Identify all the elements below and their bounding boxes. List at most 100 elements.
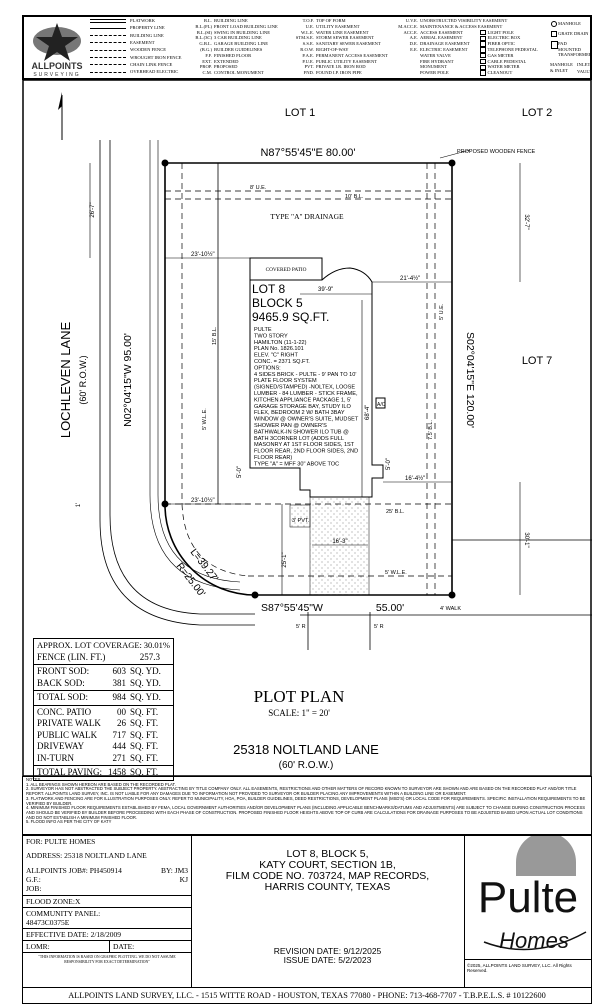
abbr-meaning: UTILITY EASEMENT: [316, 23, 360, 29]
lomr: LOMR:: [23, 941, 110, 952]
lot-number: LOT 8: [252, 282, 285, 296]
note-item: 1. ALL BEARINGS SHOWN HEREON ARE BASED O…: [26, 781, 176, 787]
quantity-unit: SQ. YD.: [130, 666, 161, 676]
lomr-date: DATE:: [113, 942, 135, 951]
line-sample: [90, 49, 126, 51]
quantity-label: IN-TURN: [37, 752, 74, 763]
legend-abbreviation: POWER POLE: [396, 70, 449, 76]
side-dim-right: 5'-0": [386, 458, 392, 470]
note-item: 5. FLOOD INFO AS PER THE CITY OF KATY: [26, 819, 112, 825]
abbr-code: B.L.(FL): [195, 23, 212, 29]
house-note-line: PULTE: [254, 327, 272, 333]
house-width-dim: 39'-9": [318, 287, 333, 293]
checked-by: KJ: [179, 875, 188, 884]
abbr-code: B.L.: [203, 18, 212, 23]
legend-symbol-label: INLET: [577, 62, 591, 67]
abbr-meaning: ELECTRIC EASEMENT: [420, 47, 468, 52]
abbr-meaning: WATER LINE EASEMENT: [316, 29, 369, 35]
manhole-icon: [551, 21, 557, 27]
house-note-line: HAMILTON (11-1-22): [254, 340, 307, 346]
legend-abbreviation: MONUMENT: [396, 64, 447, 70]
lot-area: 9465.9 SQ.FT.: [252, 310, 329, 324]
abbr-meaning: EXTENDED: [214, 58, 239, 64]
quantity-label: BACK SOD:: [37, 677, 85, 688]
abbr-code: W.L.E.: [301, 29, 314, 35]
symbol-icon: [480, 64, 486, 71]
ac-unit: A/C: [377, 402, 386, 408]
legend-symbol: TELEPHONE PEDESTAL: [480, 47, 538, 53]
legend-line-type: EASEMENT: [90, 40, 155, 46]
abbr-meaning: WATER VALVE: [420, 52, 451, 58]
abbr-meaning: FRONT LOAD BUILDING LINE: [214, 23, 278, 29]
legend-abbreviation: P.A.E.PERMANENT ACCESS EASEMENT: [292, 53, 388, 59]
total-value: 984: [112, 692, 127, 702]
fence-value: 257.3: [139, 651, 160, 662]
fence-note: PROPOSED WOODEN FENCE: [457, 149, 536, 155]
abbr-meaning: BUILDING LINE: [214, 18, 248, 23]
flood-zone: FLOOD ZONE:X: [23, 896, 191, 908]
radius-left: 5' R: [296, 624, 306, 630]
title-block: FOR: PULTE HOMES ADDRESS: 25318 NOLTLAND…: [22, 832, 592, 988]
plot-scale: SCALE: 1" = 20': [268, 708, 330, 718]
house-note-line: FLEX, BEDROOM 2 W/ BATH 3BAY: [254, 410, 345, 416]
legend-abbreviation: E.E.ELECTRIC EASEMENT: [396, 47, 468, 53]
job-label: JOB:: [26, 884, 42, 893]
side-dim-left: 5'-0": [237, 466, 243, 478]
quantity-unit: SQ. FT.: [130, 741, 159, 751]
legend-line-type: PROPERTY LINE: [90, 25, 165, 31]
house-note-line: MASONRY AT 1ST FLOOR SIDES, 1ST: [254, 442, 355, 448]
symbol-icon: [480, 58, 486, 65]
legend-abbreviation: P.U.E.PUBLIC UTILITY EASEMENT: [292, 59, 377, 65]
house-note-line: BATH 3CORNER LOT (ADDS FULL: [254, 436, 344, 442]
quantity-unit: SQ. FT.: [130, 752, 159, 763]
rear-bl-label: 10' B.L.: [345, 194, 364, 200]
legend-abbreviation: ACC.E.ACCESS EASEMENT: [396, 30, 463, 36]
legend-abbreviation: B.L.(3C)3 CAR BUILDING LINE: [190, 35, 262, 41]
quantity-unit: SQ. YD.: [130, 677, 161, 688]
line-sample: [90, 64, 126, 66]
legend-abbreviation: B.L.(FL)FRONT LOAD BUILDING LINE: [190, 23, 278, 30]
address: ADDRESS: 25318 NOLTLAND LANE: [26, 851, 147, 860]
legend-symbol-label: VAULT: [577, 69, 592, 74]
legend-abbreviation: STM.S.E.STORM SEWER EASEMENT: [292, 35, 374, 41]
abbr-meaning: SANITARY SEWER EASEMENT: [316, 41, 381, 47]
legend-label: TELEPHONE PEDESTAL: [487, 47, 538, 52]
walk-label: 4' WALK: [440, 606, 461, 612]
legend-abbreviation: FIRE HYDRANT: [396, 59, 454, 65]
fence-label: FENCE (LIN. FT.): [37, 651, 106, 662]
abbr-meaning: UNOBSTRUCTED VISIBILITY EASEMENT: [420, 18, 508, 23]
left-wle-label: 5' W.L.E.: [202, 408, 208, 430]
abbr-code: P.U.E.: [302, 58, 314, 64]
legal-description-line: FILM CODE NO. 703724, MAP RECORDS,: [225, 870, 430, 882]
abbr-code: E.E.: [410, 47, 418, 52]
abbr-meaning: STORM SEWER EASEMENT: [316, 35, 375, 41]
ue-label: 8' U.E.: [250, 185, 267, 191]
legend-symbol: CABLE PEDESTAL: [480, 59, 526, 65]
private-walk: [289, 504, 311, 528]
quantity-label: DRIVEWAY: [37, 741, 85, 751]
house-depth-dim: 68'-4": [365, 405, 371, 420]
legend-line-type: BUILDING LINE: [90, 33, 164, 39]
symbol-icon: [480, 41, 486, 47]
house-note-line: BATHWALK-IN SHOWER ILO TUB @: [254, 429, 349, 435]
legend-label: CLEANOUT: [487, 70, 513, 76]
abbr-meaning: 3 CAR BUILDING LINE: [214, 35, 262, 41]
driveway-width-dim: 16'-3": [332, 539, 347, 545]
legend-abbreviation: EXT.EXTENDED: [190, 58, 239, 65]
legend-abbreviation: PVT.PRIVATE I.R. IRON ROD: [292, 64, 366, 70]
abbr-code: B.L.(3C): [195, 35, 212, 41]
quantity-value: 603: [112, 666, 127, 676]
house-note-line: ELEV. "C" RIGHT: [254, 353, 298, 359]
issue-date: ISSUE DATE: 5/2/2023: [283, 955, 372, 965]
quantity-value: 444: [112, 741, 127, 751]
quantity-label: PUBLIC WALK: [37, 729, 98, 740]
job-number: ALLPOINTS JOB#: PH450914: [26, 866, 122, 875]
legend-abbreviation: B.L.BUILDING LINE: [190, 18, 248, 24]
legend-abbreviation: T.O.F.TOP OF FORM: [292, 18, 346, 24]
